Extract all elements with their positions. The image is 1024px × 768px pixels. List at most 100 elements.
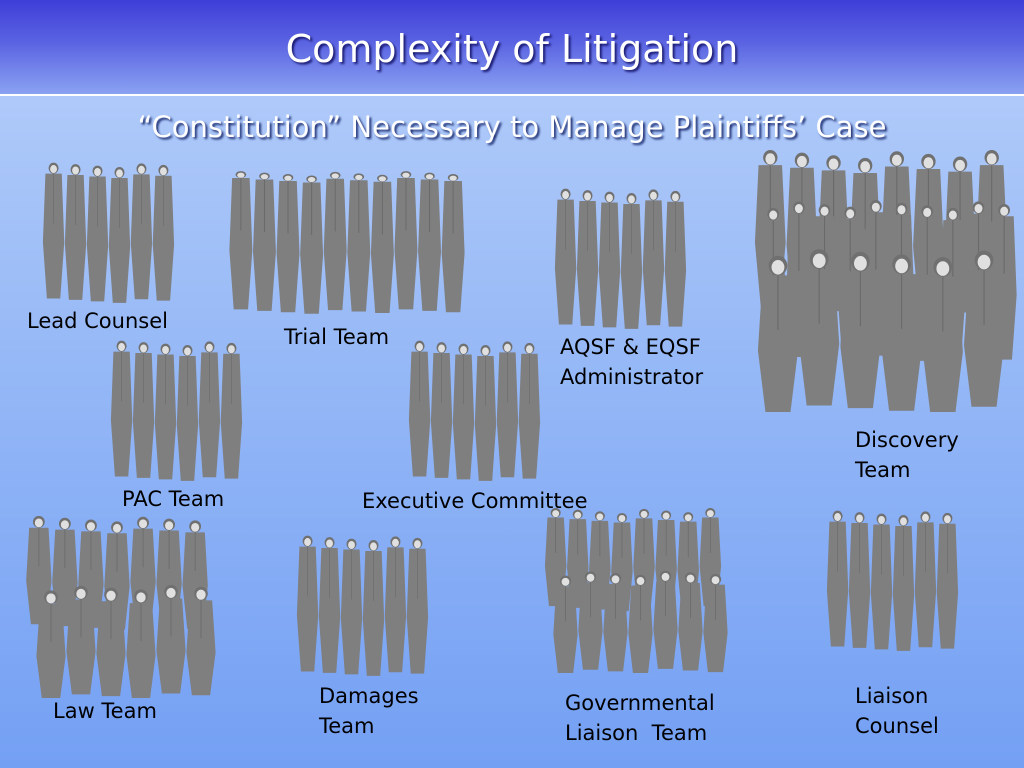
person-figure [496,341,519,478]
trial-team-label-line: Trial Team [284,325,390,349]
person-figure [318,537,341,673]
liaison-counsel-people-group-icon [820,508,965,653]
person-figure [653,570,678,669]
governmental-liaison-team-label: Governmental Liaison Team [565,688,715,748]
liaison-counsel-label: Liaison Counsel [855,681,939,741]
person-figure [296,535,319,672]
person-figure [628,574,653,673]
liaison-team-label-line: Liaison Team [565,721,708,745]
lead-counsel-people-group-icon [36,160,181,305]
person-figure [156,584,186,694]
damages-team-people-group-icon [290,533,435,678]
person-figure [132,342,155,478]
person-figure [848,512,871,648]
person-figure [42,162,65,299]
person-figure [36,590,66,698]
person-figure [370,174,394,314]
governmental-liaison-team-people-group-icon [538,508,728,673]
aqsf-eqsf-administrator-people-group-icon [548,186,693,331]
person-figure [64,164,87,300]
law-team-label: Law Team [53,696,157,726]
trial-team-label: Trial Team [284,322,389,352]
pac-team-label-line: PAC Team [122,487,225,511]
person-figure [408,340,431,477]
person-figure [110,340,133,477]
executive-committee-people-group-icon [402,338,547,483]
person-figure [220,342,243,479]
person-figure [130,163,153,300]
person-figure [126,589,156,698]
damages-label-line: Damages [319,684,419,708]
pac-team-label: PAC Team [122,484,224,514]
person-figure [323,171,347,311]
person-figure [518,342,541,479]
person-figure [554,188,577,325]
discovery-team-people-group-icon [745,150,1017,412]
aqsf-eqsf-label-line: AQSF & EQSF [560,335,701,359]
person-figure [578,571,603,670]
person-figure [914,511,937,648]
law-team-label-line: Law Team [53,699,157,723]
person-figure [186,586,216,696]
person-figure [870,513,893,650]
person-figure [598,191,621,328]
person-figure [152,164,175,301]
slide-subtitle: “Constitution” Necessary to Manage Plain… [137,110,887,144]
person-figure [362,540,385,676]
person-figure [964,250,1005,407]
person-figure [757,255,798,412]
person-figure [678,572,703,671]
person-figure [86,165,109,302]
person-figure [406,537,429,674]
discovery-team-label-line: Team [855,458,911,482]
person-figure [642,189,665,326]
person-figure [108,167,131,303]
person-figure [799,249,840,406]
person-figure [176,345,199,481]
person-figure [881,254,922,411]
person-figure [840,251,881,409]
title-bar [0,0,1024,96]
person-figure [340,538,363,675]
person-figure [703,573,728,673]
person-figure [553,575,578,673]
person-figure [936,512,959,649]
person-figure [66,585,96,695]
person-figure [96,587,126,697]
governmental-label-line: Governmental [565,691,715,715]
person-figure [229,171,253,310]
executive-committee-label: Executive Committee [362,486,587,516]
person-figure [603,573,628,672]
counsel-label-line: Counsel [855,714,939,738]
person-figure [576,190,599,326]
discovery-team-label: Discovery Team [855,425,959,485]
person-figure [252,172,276,311]
aqsf-eqsf-administrator-label: AQSF & EQSF Administrator [560,332,703,392]
person-figure [430,342,453,478]
person-figure [664,190,687,327]
damages-team-label-line: Team [319,714,375,738]
person-figure [441,174,465,313]
person-figure [276,174,300,313]
discovery-label-line: Discovery [855,428,959,452]
administrator-label-line: Administrator [560,365,704,389]
person-figure [922,257,963,412]
law-team-people-group-icon [18,516,216,698]
person-figure [474,345,497,481]
lead-counsel-label-line: Lead Counsel [27,309,168,333]
person-figure [154,343,177,480]
person-figure [418,172,442,311]
liaison-label-line: Liaison [855,684,929,708]
person-figure [826,510,849,647]
person-figure [347,173,371,312]
trial-team-people-group-icon [222,168,472,316]
executive-committee-label-line: Executive Committee [362,489,588,513]
person-figure [892,515,915,651]
person-figure [394,171,418,310]
damages-team-label: Damages Team [319,681,419,741]
person-figure [300,175,324,314]
lead-counsel-label: Lead Counsel [27,306,168,336]
person-figure [198,341,221,478]
pac-team-people-group-icon [104,338,249,483]
slide-title: Complexity of Litigation [285,27,739,71]
